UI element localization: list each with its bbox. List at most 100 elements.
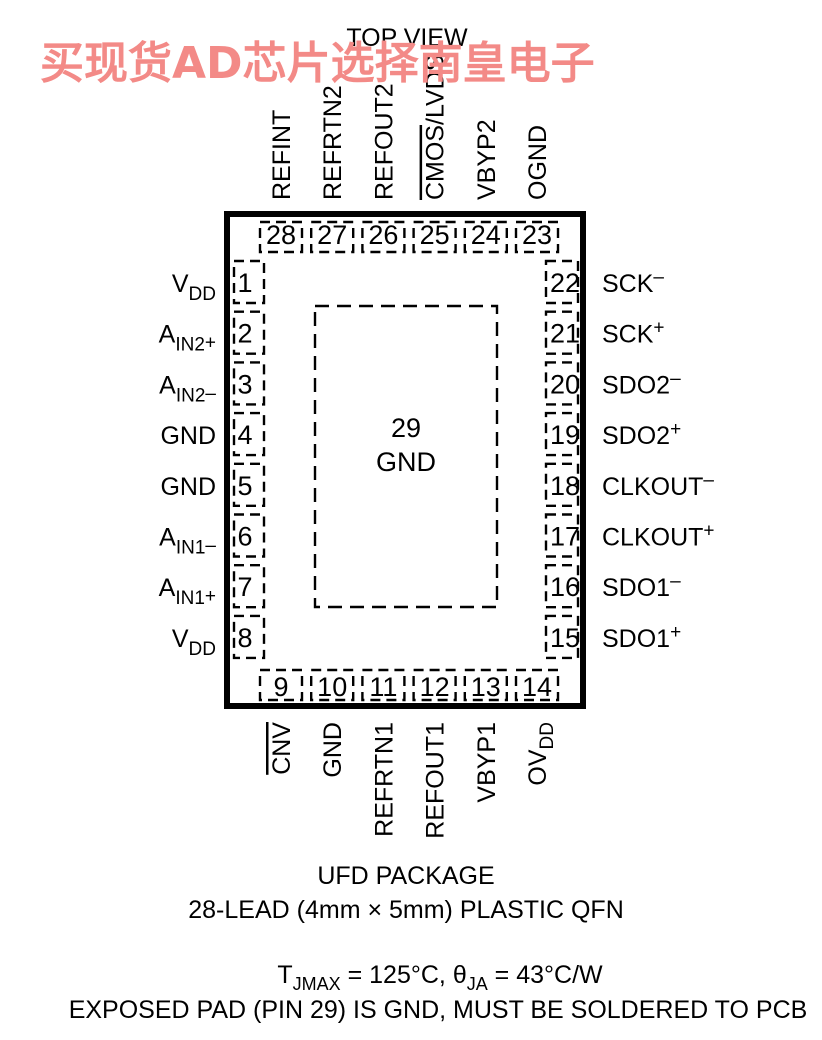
pin-17-pad <box>544 513 580 558</box>
theta-subscript: JA <box>467 974 488 994</box>
pin-14-label: OVDD <box>524 722 558 786</box>
pin-4-pad <box>232 411 266 457</box>
pin-4-label-main: GND <box>160 422 216 450</box>
pin-20-number: 20 <box>550 369 580 399</box>
pin-10-number: 10 <box>317 672 347 702</box>
pin-19-label-sup: + <box>670 419 681 440</box>
pin-20-label-sup: – <box>670 368 681 389</box>
pin-20-pad <box>544 361 580 406</box>
pin-21-label: SCK+ <box>602 318 665 349</box>
pin-26-label-main: REFOUT2 <box>370 83 398 200</box>
pin-24-label-group: VBYP2 <box>473 119 501 200</box>
pin-4-label: GND <box>160 422 216 450</box>
pin-26-label: REFOUT2 <box>370 83 398 200</box>
pin-9-number: 9 <box>273 672 288 702</box>
pin-14-label-main: OV <box>524 749 552 785</box>
pin-25-label-main: /LVDS <box>422 55 450 125</box>
pin-28-pad <box>258 220 304 254</box>
exposed-pad: 29 GND <box>313 304 499 609</box>
pin-13-pad <box>463 668 508 702</box>
pin-20-label-main: SDO2 <box>602 371 670 399</box>
pin-26-number: 26 <box>368 220 398 250</box>
theta-value: = 43°C/W <box>488 961 603 989</box>
pin-10-label-main: GND <box>319 722 347 778</box>
top-view-label: TOP VIEW <box>346 24 468 52</box>
pin-18-number: 18 <box>550 471 580 501</box>
pin-4-number: 4 <box>237 420 252 450</box>
pin-15-label: SDO1+ <box>602 622 681 653</box>
pin-25-pad <box>412 220 457 254</box>
pin-2-number: 2 <box>237 319 252 349</box>
pin-22-number: 22 <box>550 268 580 298</box>
pin-16-number: 16 <box>550 572 580 602</box>
pin-6-label-sup: – <box>205 536 216 557</box>
pin-24-label-main: VBYP2 <box>473 119 501 200</box>
exposed-pad-label: GND <box>376 447 436 477</box>
pin-11-label-main: REFRTN1 <box>370 722 398 837</box>
pin-23-number: 23 <box>522 220 552 250</box>
pin-23-label: OGND <box>524 125 552 200</box>
pin-14-number: 14 <box>522 672 552 702</box>
pin-5-number: 5 <box>237 471 252 501</box>
pin-15-number: 15 <box>550 623 580 653</box>
pin-17-label-main: CLKOUT <box>602 524 703 552</box>
pin-23-pad <box>514 220 560 254</box>
pin-25-label-overbar: CMOS <box>422 125 450 200</box>
pin-9-label-overbar: CNV <box>268 722 296 775</box>
pin-12-number: 12 <box>420 672 450 702</box>
pin-25-number: 25 <box>420 220 450 250</box>
exposed-pad-outline <box>313 304 499 609</box>
pin-12-pad <box>412 668 457 702</box>
pin-10-pad <box>310 668 355 702</box>
package-description: 28-LEAD (4mm × 5mm) PLASTIC QFN <box>188 896 624 924</box>
pin-1-label-main: V <box>172 270 189 298</box>
pin-1-number: 1 <box>237 268 252 298</box>
pin-3-label-main: A <box>159 371 176 399</box>
pin-13-label: VBYP1 <box>473 722 501 803</box>
pin-7-number: 7 <box>237 572 252 602</box>
pin-6-number: 6 <box>237 522 252 552</box>
pin-24-label: VBYP2 <box>473 119 501 200</box>
pin-24-pad <box>463 220 508 254</box>
pin-18-label: CLKOUT– <box>602 470 714 501</box>
pin-11-label-group: REFRTN1 <box>370 722 398 837</box>
pin-3-pad <box>232 361 266 406</box>
pin-2-label-main: A <box>159 321 176 349</box>
pin-27-label-group: REFRTN2 <box>319 85 347 200</box>
watermark-text: 买现货AD芯片选择南皇电子 <box>40 38 595 89</box>
pin-17-number: 17 <box>550 522 580 552</box>
pin-6-label: AIN1– <box>159 524 216 559</box>
pin-21-pad <box>544 310 580 355</box>
pin-20-label: SDO2– <box>602 368 681 399</box>
pin-3-label-sup: – <box>205 383 216 404</box>
pin-12-label-group: REFOUT1 <box>422 722 450 839</box>
pin-24-number: 24 <box>471 220 501 250</box>
pin-18-pad <box>544 462 580 507</box>
pin-15-label-sup: + <box>670 622 681 643</box>
pin-26-label-group: REFOUT2 <box>370 83 398 200</box>
pin-11-pad <box>361 668 406 702</box>
pin-7-label-sup: + <box>205 586 216 607</box>
pin-8-number: 8 <box>237 623 252 653</box>
pin-6-label-sub: IN1 <box>176 538 206 559</box>
pin-7-label-main: A <box>159 574 176 602</box>
pin-22-label: SCK– <box>602 267 664 298</box>
pin-14-label-sub: DD <box>537 722 558 749</box>
pin-12-label-main: REFOUT1 <box>422 722 450 839</box>
pin-2-pad <box>232 310 266 355</box>
tjmax-symbol: T <box>277 961 292 989</box>
pin-5-label-main: GND <box>160 473 216 501</box>
pin-22-label-main: SCK <box>602 270 654 298</box>
thermal-note: TJMAX = 125°C, θJA = 43°C/W <box>277 961 603 994</box>
pin-27-label: REFRTN2 <box>319 85 347 200</box>
pin-15-label-main: SDO1 <box>602 625 670 653</box>
theta-symbol: θ <box>453 961 467 989</box>
pin-23-label-main: OGND <box>524 125 552 200</box>
pin-21-label-sup: + <box>653 318 664 339</box>
pin-1-pad <box>232 259 266 305</box>
pin-9-label: CNV <box>268 722 296 775</box>
